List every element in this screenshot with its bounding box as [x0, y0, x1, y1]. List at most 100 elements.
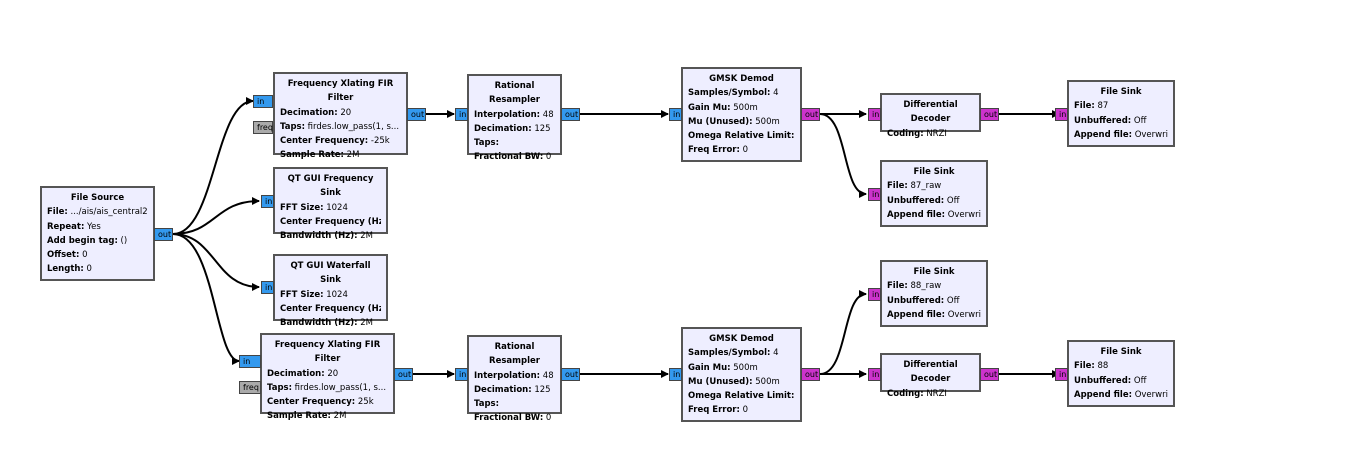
block-title: Differential Decoder — [903, 360, 958, 385]
param-file: File: 87 — [1074, 101, 1109, 112]
param-append-file: Append file: Overwrite — [887, 209, 981, 220]
xlating-top-in-port[interactable]: in — [253, 95, 273, 108]
param-bandwidth: Bandwidth (Hz): 2M — [280, 318, 373, 329]
block-title: Frequency Xlating FIR Filter — [274, 340, 381, 365]
block-title: File Sink — [1100, 347, 1142, 357]
param-center-frequency: Center Frequency (Hz): 0 — [280, 303, 381, 314]
diff-bottom-in-port[interactable]: in — [868, 368, 881, 381]
diff-top-in-port[interactable]: in — [868, 108, 881, 121]
block-file-sink-87-raw[interactable]: File Sink File: 87_raw Unbuffered: Off A… — [880, 160, 988, 227]
param-unbuffered: Unbuffered: Off — [1074, 115, 1147, 126]
wire-source-to-freq-sink — [172, 197, 260, 235]
param-decimation: Decimation: 20 — [267, 368, 339, 379]
block-file-sink-88-raw[interactable]: File Sink File: 88_raw Unbuffered: Off A… — [880, 260, 988, 327]
resampler-bottom-out-port[interactable]: out — [561, 368, 580, 381]
block-title: File Sink — [913, 167, 955, 177]
sink-88-raw-in-port[interactable]: in — [868, 288, 881, 301]
block-title: File Source — [70, 193, 125, 203]
xlating-top-out-port[interactable]: out — [407, 108, 426, 121]
gmsk-top-in-port[interactable]: in — [669, 108, 682, 121]
param-freq-error: Freq Error: 0 — [688, 145, 749, 156]
param-unbuffered: Unbuffered: Off — [887, 295, 960, 306]
xlating-bottom-freq-port[interactable]: freq — [239, 381, 261, 394]
block-gmsk-demod-bottom[interactable]: GMSK Demod Samples/Symbol: 4 Gain Mu: 50… — [681, 327, 802, 422]
param-taps: Taps: firdes.low_pass(1, s... — [267, 382, 387, 393]
block-title: File Sink — [913, 267, 955, 277]
diff-top-out-port[interactable]: out — [980, 108, 999, 121]
param-freq-error: Freq Error: 0 — [688, 405, 749, 416]
xlating-bottom-in-port[interactable]: in — [239, 355, 261, 368]
block-differential-decoder-bottom[interactable]: Differential Decoder Coding: NRZI — [880, 353, 981, 399]
block-qt-gui-frequency-sink[interactable]: QT GUI Frequency Sink FFT Size: 1024 Cen… — [273, 167, 388, 241]
gmsk-bottom-in-port[interactable]: in — [669, 368, 682, 381]
block-title: Rational Resampler — [489, 81, 540, 106]
wire-source-to-xlating-bottom — [172, 233, 240, 365]
freq-sink-in-port[interactable]: in — [261, 195, 274, 208]
param-taps: Taps: firdes.low_pass(1, s... — [280, 121, 400, 132]
block-rational-resampler-top[interactable]: Rational Resampler Interpolation: 48 Dec… — [467, 74, 562, 162]
param-gain-mu: Gain Mu: 500m — [688, 362, 758, 373]
gmsk-top-out-port[interactable]: out — [801, 108, 820, 121]
diff-bottom-out-port[interactable]: out — [980, 368, 999, 381]
param-coding: Coding: NRZI — [887, 388, 947, 399]
param-unbuffered: Unbuffered: Off — [1074, 375, 1147, 386]
xlating-top-freq-port[interactable]: freq — [253, 121, 273, 134]
param-file: File: 88_raw — [887, 281, 942, 292]
resampler-top-in-port[interactable]: in — [455, 108, 468, 121]
param-offset: Offset: 0 — [47, 250, 88, 261]
file-source-out-port[interactable]: out — [154, 228, 173, 241]
param-decimation: Decimation: 125 — [474, 384, 551, 395]
param-gain-mu: Gain Mu: 500m — [688, 102, 758, 113]
param-samples-per-symbol: Samples/Symbol: 4 — [688, 88, 779, 99]
block-gmsk-demod-top[interactable]: GMSK Demod Samples/Symbol: 4 Gain Mu: 50… — [681, 67, 802, 162]
block-title: Differential Decoder — [903, 100, 958, 125]
param-file: File: 88 — [1074, 361, 1109, 372]
xlating-bottom-out-port[interactable]: out — [394, 368, 413, 381]
sink-87-raw-in-port[interactable]: in — [868, 188, 881, 201]
param-sample-rate: Sample Rate: 2M — [280, 150, 360, 161]
block-qt-gui-waterfall-sink[interactable]: QT GUI Waterfall Sink FFT Size: 1024 Cen… — [273, 254, 388, 328]
param-file: File: 87_raw — [887, 181, 942, 192]
param-decimation: Decimation: 20 — [280, 107, 352, 118]
block-title: GMSK Demod — [709, 74, 774, 84]
block-title: Rational Resampler — [489, 342, 540, 367]
param-fractional-bw: Fractional BW: 0 — [474, 413, 552, 424]
waterfall-sink-in-port[interactable]: in — [261, 281, 274, 294]
param-unbuffered: Unbuffered: Off — [887, 195, 960, 206]
block-file-sink-87[interactable]: File Sink File: 87 Unbuffered: Off Appen… — [1067, 80, 1175, 147]
param-taps: Taps: — [474, 138, 499, 149]
block-rational-resampler-bottom[interactable]: Rational Resampler Interpolation: 48 Dec… — [467, 335, 562, 423]
param-append-file: Append file: Overwrite — [1074, 389, 1168, 400]
param-center-frequency: Center Frequency (Hz): 0 — [280, 216, 381, 227]
block-xlating-fir-top[interactable]: Frequency Xlating FIR Filter Decimation:… — [273, 72, 408, 160]
param-omega-relative-limit: Omega Relative Limit: 5m — [688, 131, 795, 142]
param-mu: Mu (Unused): 500m — [688, 376, 780, 387]
param-append-file: Append file: Overwrite — [1074, 129, 1168, 140]
sink-88-in-port[interactable]: in — [1055, 368, 1068, 381]
block-title: GMSK Demod — [709, 334, 774, 344]
wire-gmsk-top-to-sink-87-raw — [819, 113, 867, 198]
param-fft-size: FFT Size: 1024 — [280, 202, 348, 213]
param-center-frequency: Center Frequency: -25k — [280, 136, 390, 147]
param-length: Length: 0 — [47, 264, 92, 275]
param-fractional-bw: Fractional BW: 0 — [474, 152, 552, 163]
block-file-sink-88[interactable]: File Sink File: 88 Unbuffered: Off Appen… — [1067, 340, 1175, 407]
param-bandwidth: Bandwidth (Hz): 2M — [280, 231, 373, 242]
block-xlating-fir-bottom[interactable]: Frequency Xlating FIR Filter Decimation:… — [260, 333, 395, 421]
resampler-top-out-port[interactable]: out — [561, 108, 580, 121]
wire-gmsk-bottom-to-sink-88-raw — [819, 290, 867, 375]
param-interpolation: Interpolation: 48 — [474, 370, 554, 381]
resampler-bottom-in-port[interactable]: in — [455, 368, 468, 381]
block-title: QT GUI Frequency Sink — [287, 174, 374, 199]
sink-87-in-port[interactable]: in — [1055, 108, 1068, 121]
param-file: File: .../ais/ais_central2.iq — [47, 207, 148, 218]
param-omega-relative-limit: Omega Relative Limit: 5m — [688, 391, 795, 402]
param-add-begin-tag: Add begin tag: () — [47, 235, 128, 246]
block-file-source[interactable]: File Source File: .../ais/ais_central2.i… — [40, 186, 155, 281]
gmsk-bottom-out-port[interactable]: out — [801, 368, 820, 381]
param-center-frequency: Center Frequency: 25k — [267, 397, 374, 408]
param-taps: Taps: — [474, 399, 499, 410]
block-title: Frequency Xlating FIR Filter — [287, 79, 394, 104]
block-differential-decoder-top[interactable]: Differential Decoder Coding: NRZI — [880, 93, 981, 139]
